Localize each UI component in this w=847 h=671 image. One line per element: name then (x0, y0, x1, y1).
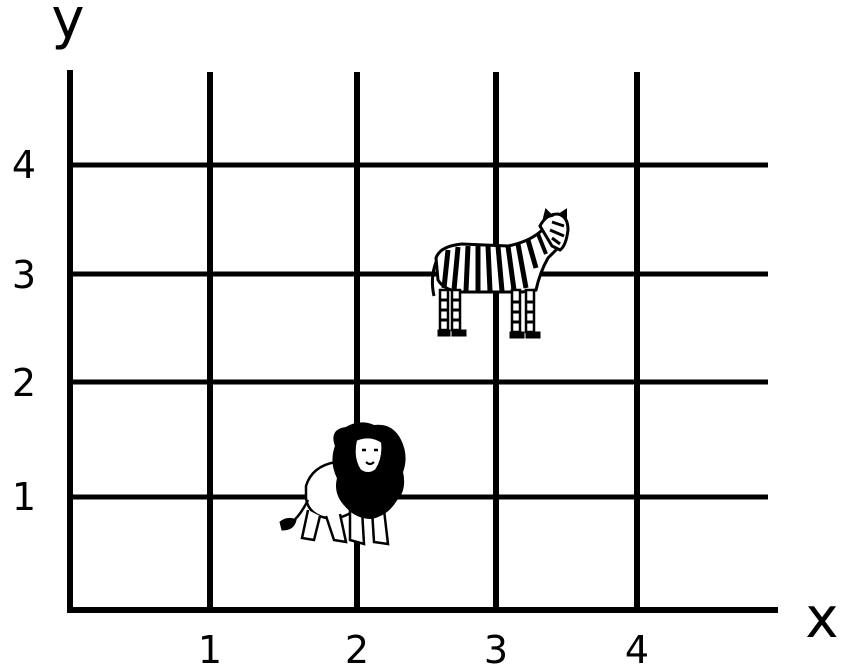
y-tick-label: 1 (12, 475, 36, 519)
y-axis-label: y (51, 0, 84, 52)
lion-icon (280, 423, 405, 544)
grid-lines (70, 72, 768, 610)
x-tick-label: 1 (198, 628, 222, 671)
y-tick-label: 4 (12, 143, 36, 187)
y-tick-label: 2 (12, 361, 36, 405)
y-tick-label: 3 (12, 253, 36, 297)
x-tick-label: 3 (484, 628, 508, 671)
x-tick-label: 2 (345, 628, 369, 671)
x-tick-label: 4 (625, 628, 649, 671)
x-axis-label: x (805, 586, 838, 651)
